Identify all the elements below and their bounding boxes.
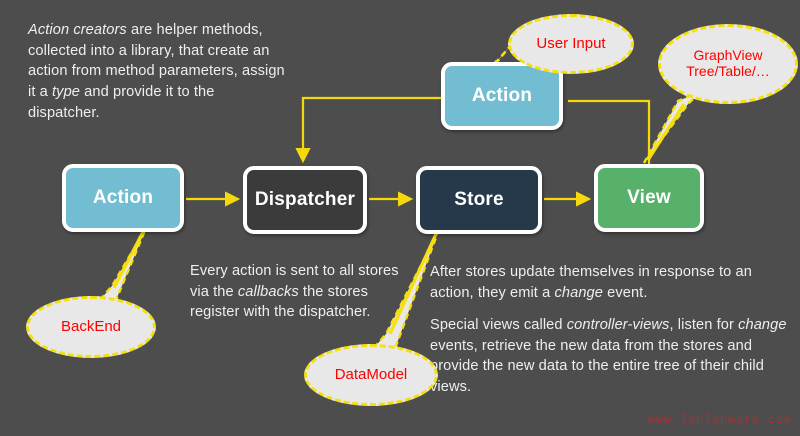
- callout-graphview-label: GraphView Tree/Table/…: [686, 47, 770, 79]
- callout-graphview[interactable]: GraphView Tree/Table/…: [658, 24, 798, 104]
- node-action-top[interactable]: Action: [441, 62, 563, 130]
- paragraph-every-action: Every action is sent to all stores via t…: [190, 263, 403, 321]
- node-action-left-label: Action: [92, 187, 154, 208]
- callout-tail-user-input: [471, 43, 513, 87]
- callout-datamodel-label: DataModel: [334, 365, 408, 383]
- arrow-action-top-to-dispatcher: [295, 96, 441, 164]
- callout-pointer-backend: [112, 229, 146, 289]
- node-view-label: View: [627, 187, 671, 208]
- node-action-left[interactable]: Action: [62, 164, 184, 232]
- node-view[interactable]: View: [594, 164, 704, 232]
- callout-pointer-datamodel: [388, 233, 438, 335]
- node-action-top-label: Action: [471, 85, 533, 106]
- watermark: www.lanlanwork.com: [648, 414, 793, 427]
- arrow-view-to-action-top: [568, 99, 651, 164]
- callout-backend[interactable]: BackEnd: [26, 296, 156, 358]
- node-store[interactable]: Store: [416, 166, 542, 234]
- callout-tail-graphview: [642, 90, 701, 164]
- callout-pointer-graphview: [646, 103, 686, 161]
- node-store-label: Store: [454, 189, 504, 210]
- callout-datamodel[interactable]: DataModel: [304, 344, 438, 406]
- paragraph-special-views: Special views called controller-views, l…: [430, 317, 791, 396]
- paragraph-action-creators: Action creators are helper methods, coll…: [28, 22, 289, 121]
- callout-user-input-label: User Input: [536, 34, 606, 52]
- node-dispatcher-label: Dispatcher: [254, 189, 356, 210]
- paragraph-after-stores: After stores update themselves in respon…: [430, 264, 757, 301]
- callout-user-input[interactable]: User Input: [508, 14, 634, 74]
- node-dispatcher[interactable]: Dispatcher: [243, 166, 367, 234]
- callout-backend-label: BackEnd: [60, 317, 122, 335]
